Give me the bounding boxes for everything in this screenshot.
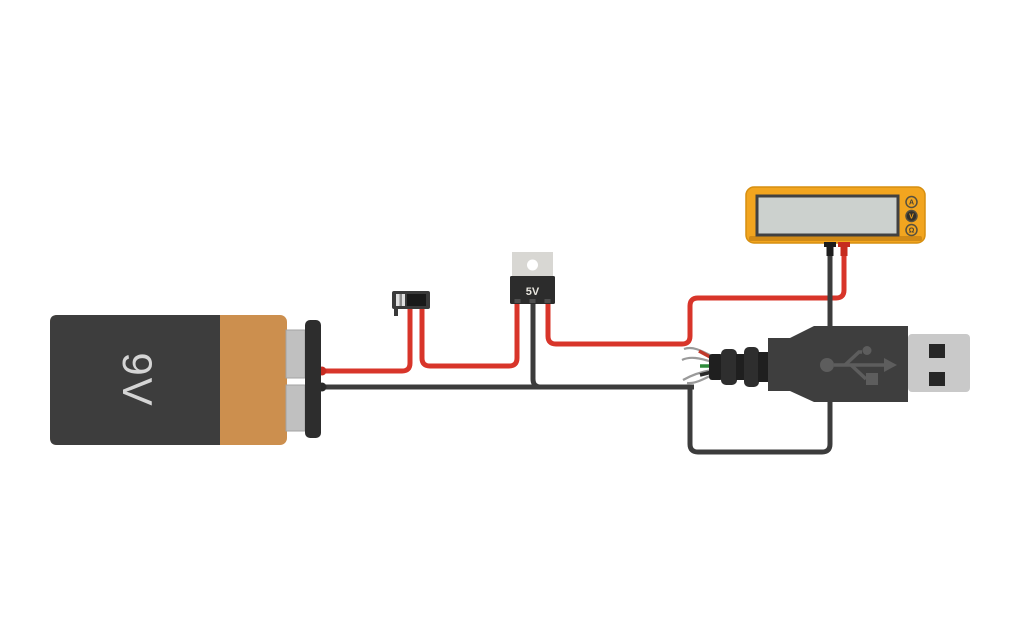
volts-button-label: V [909, 214, 914, 221]
multimeter-body-shadow [749, 236, 922, 241]
multimeter-mode-volts-button[interactable]: V [905, 209, 918, 223]
wire-regulator-to-usb-and-multimeter[interactable] [545, 252, 847, 347]
battery-snap-connector [305, 320, 321, 438]
regulator-body [510, 276, 555, 304]
usb-metal-shell [908, 334, 970, 392]
slide-switch[interactable] [392, 291, 430, 316]
regulator-pin-out [544, 299, 551, 303]
multimeter[interactable]: A V Ω [745, 186, 926, 256]
multimeter-red-probe[interactable] [838, 242, 850, 256]
multimeter-mode-amps-button[interactable]: A [905, 195, 918, 209]
usb-plug[interactable] [681, 326, 970, 402]
amps-button-label: A [909, 200, 914, 207]
wire-battery-to-switch[interactable] [318, 309, 413, 374]
wire-regulator-ground-pin[interactable] [530, 304, 560, 390]
usb-logo-icon [820, 346, 897, 385]
battery-terminal-negative [285, 384, 306, 432]
battery-label: 9V [114, 352, 161, 407]
switch-slot [407, 294, 426, 306]
usb-strain-relief [709, 347, 770, 387]
switch-leg [394, 309, 398, 316]
battery-9v[interactable]: 9V [50, 315, 321, 445]
wire-switch-to-regulator[interactable] [419, 304, 520, 369]
battery-body [50, 315, 220, 445]
multimeter-mode-ohms-button[interactable]: Ω [905, 223, 918, 237]
multimeter-black-probe[interactable] [824, 242, 836, 256]
ohms-button-label: Ω [909, 228, 915, 235]
regulator-mount-hole [527, 259, 538, 271]
usb-shell-hole-bottom [929, 372, 945, 386]
usb-shell-hole-top [929, 344, 945, 358]
wire-multimeter-ground-loop[interactable] [687, 252, 833, 455]
regulator-label: 5V [526, 286, 540, 298]
regulator-pin-in [514, 299, 521, 303]
multimeter-screen [755, 194, 900, 237]
regulator-pin-gnd [529, 299, 536, 303]
voltage-regulator-5v[interactable]: 5V [510, 252, 555, 304]
switch-knob-groove [399, 294, 402, 306]
battery-terminal-positive [285, 329, 306, 379]
usb-frayed-leads [681, 346, 713, 385]
